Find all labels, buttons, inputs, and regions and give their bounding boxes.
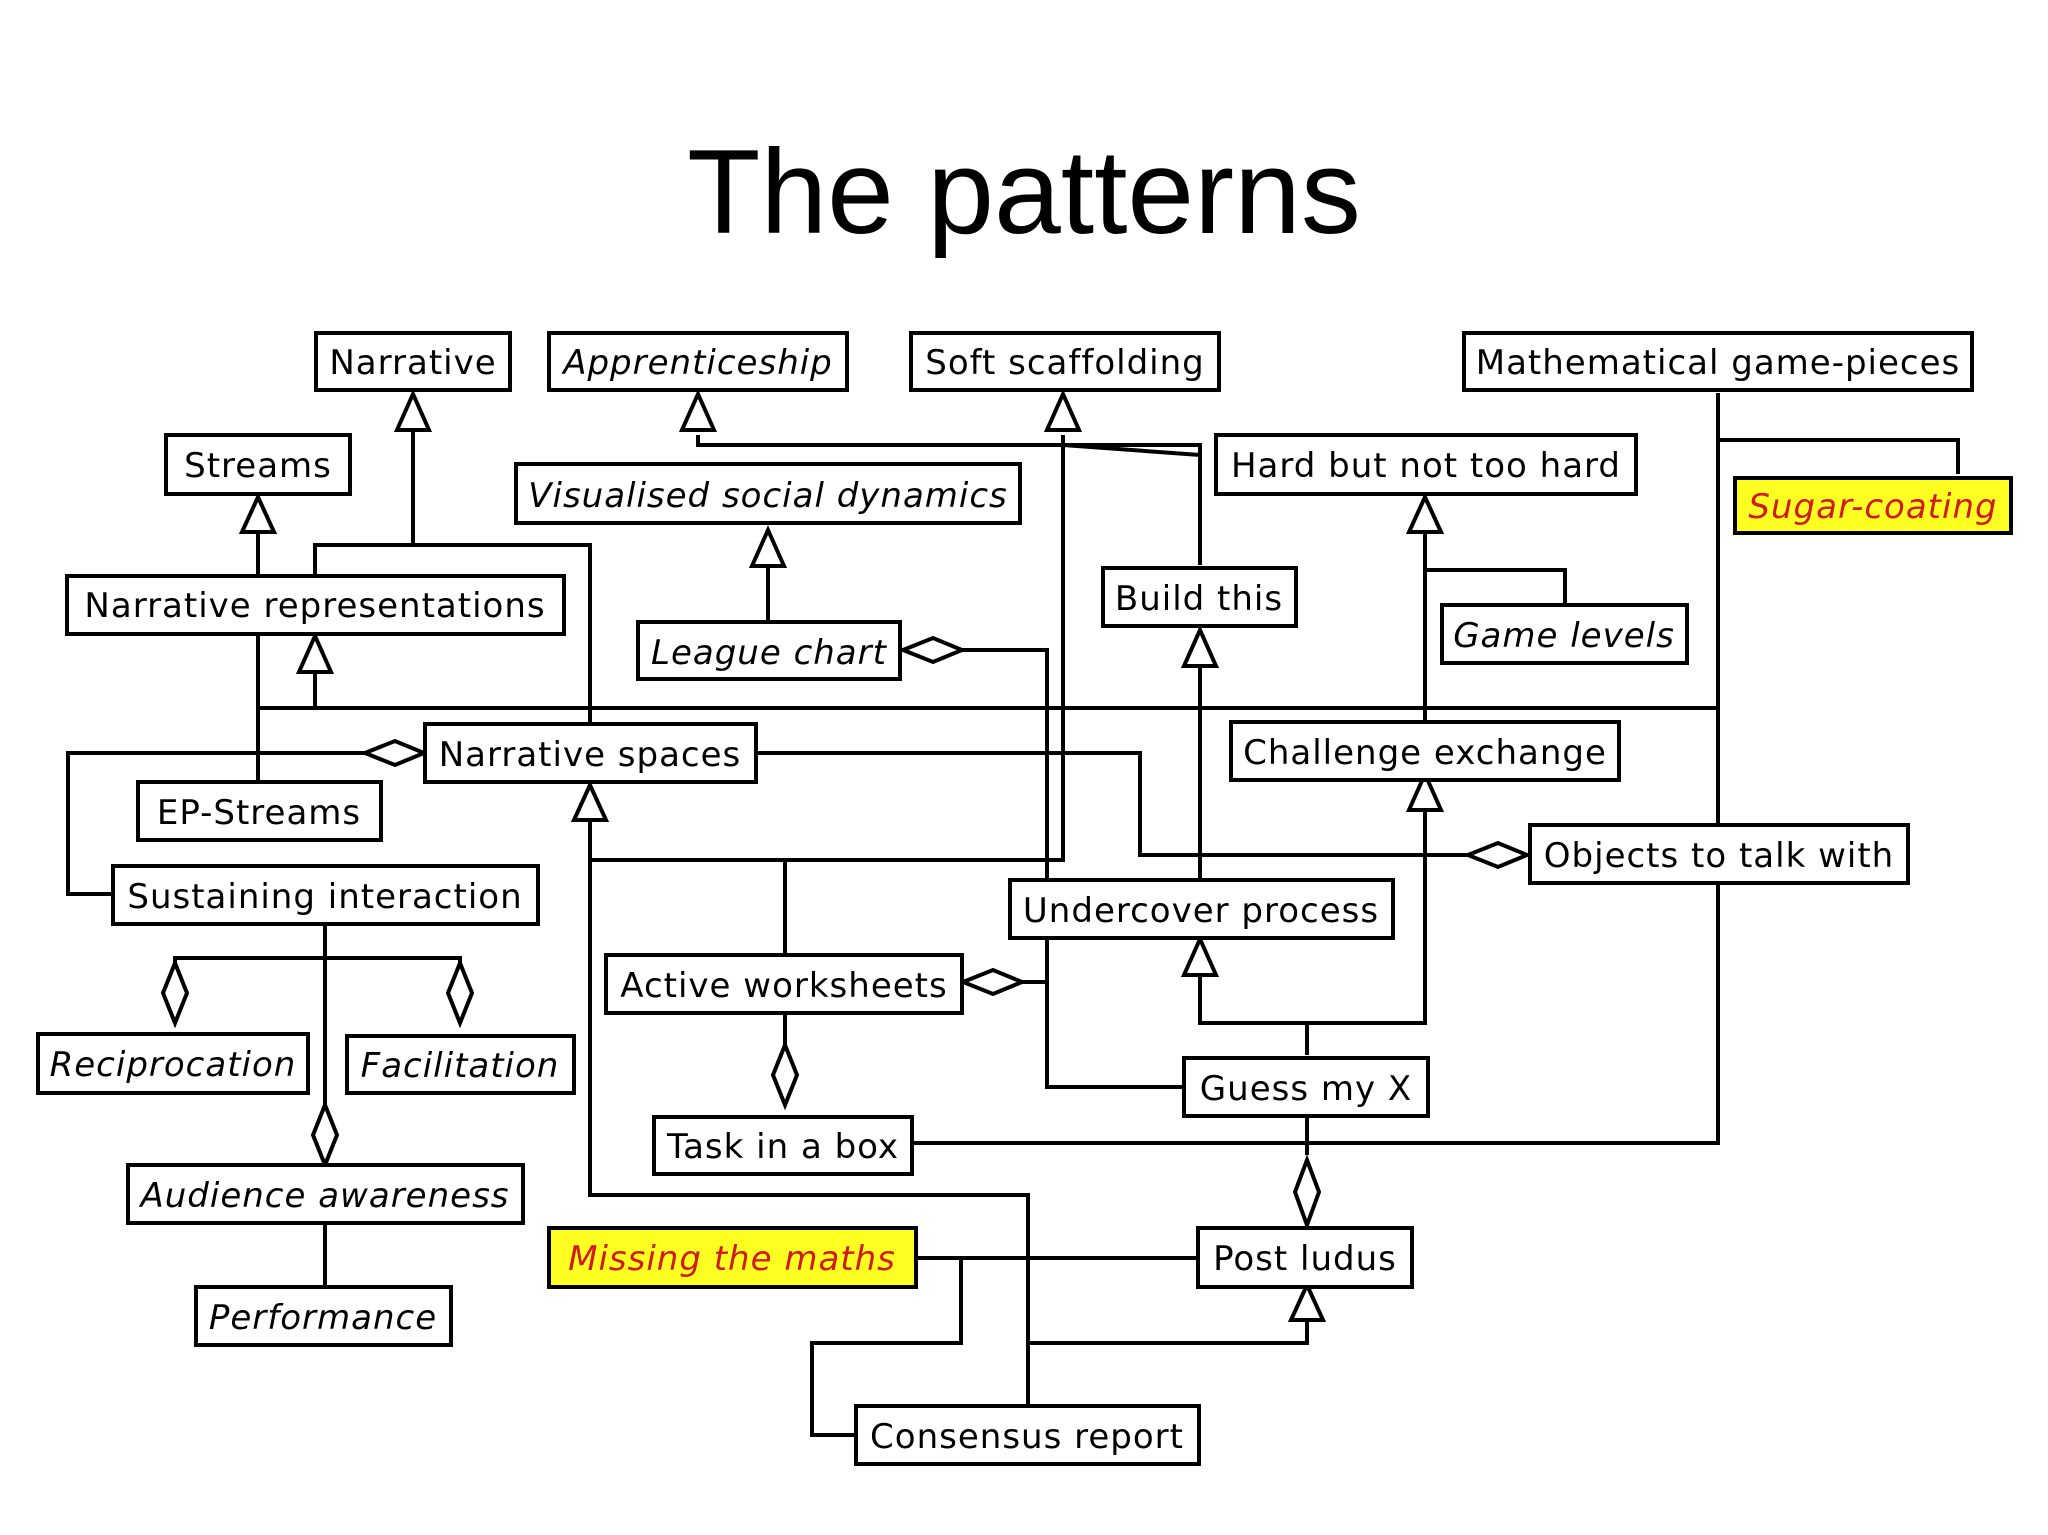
pattern-box — [136, 780, 383, 842]
generalisation-arrow — [570, 780, 610, 822]
aggregation-diamond — [1462, 840, 1533, 870]
pattern-consensus-report: Consensus report — [870, 1417, 1184, 1457]
pattern-facilitation: Facilitation — [361, 1046, 560, 1086]
aggregation-diamond — [1292, 1154, 1322, 1231]
pattern-box — [854, 1404, 1201, 1466]
connector — [1062, 443, 1201, 457]
connector — [696, 435, 1202, 565]
pattern-task-in-a-box: Task in a box — [666, 1127, 899, 1167]
pattern-missing-the-maths: Missing the maths — [568, 1239, 896, 1279]
pattern-narrative-representations: Narrative representations — [84, 586, 545, 626]
pattern-box — [65, 574, 566, 636]
aggregation-diamond — [359, 738, 430, 768]
pattern-performance: Performance — [209, 1298, 437, 1338]
pattern-box — [547, 1226, 918, 1289]
pattern-box — [164, 433, 352, 496]
pattern-labels: Narrative Apprenticeship Soft scaffoldin… — [50, 343, 1997, 1457]
pattern-build-this: Build this — [1115, 579, 1283, 619]
pattern-box — [1101, 566, 1298, 628]
connector — [1198, 975, 1309, 1055]
slide-title: The patterns — [687, 125, 1361, 259]
pattern-box — [1196, 1226, 1414, 1289]
pattern-box — [636, 620, 902, 681]
generalisation-arrow — [295, 631, 335, 674]
generalisation-arrow — [1405, 492, 1445, 534]
pattern-boxes — [36, 331, 2013, 1466]
pattern-sustaining-interaction: Sustaining interaction — [127, 877, 522, 917]
pattern-box — [345, 1034, 576, 1095]
pattern-audience-awareness: Audience awareness — [139, 1176, 510, 1216]
connector — [962, 648, 1183, 1089]
pattern-box — [314, 331, 512, 392]
generalisation-arrow — [1405, 769, 1445, 812]
connector — [1425, 568, 1567, 605]
generalisation-arrow — [393, 389, 433, 432]
pattern-box — [547, 331, 849, 392]
pattern-box — [514, 462, 1022, 525]
pattern-box — [423, 722, 758, 784]
pattern-reciprocation: Reciprocation — [50, 1045, 297, 1085]
pattern-box — [1214, 433, 1638, 496]
generalisation-arrows — [238, 389, 1445, 1322]
pattern-guess-my-x: Guess my X — [1200, 1069, 1412, 1109]
connector — [756, 751, 1468, 857]
pattern-objects-to-talk-with: Objects to talk with — [1544, 836, 1894, 876]
pattern-box — [604, 953, 964, 1015]
connector — [1307, 810, 1427, 1025]
connector — [313, 543, 592, 723]
connector — [173, 956, 462, 993]
pattern-box — [1008, 878, 1395, 940]
pattern-narrative: Narrative — [329, 343, 496, 383]
pattern-league-chart: League chart — [651, 633, 888, 673]
aggregation-diamond — [957, 967, 1028, 997]
aggregation-diamonds — [160, 635, 1533, 1231]
pattern-challenge-exchange: Challenge exchange — [1243, 733, 1607, 773]
pattern-post-ludus: Post ludus — [1213, 1239, 1397, 1279]
pattern-box — [1528, 823, 1910, 885]
aggregation-diamond — [897, 635, 968, 665]
aggregation-diamond — [445, 957, 475, 1029]
pattern-box — [1440, 603, 1689, 665]
pattern-box — [1182, 1056, 1430, 1118]
connector — [1028, 1320, 1309, 1345]
pattern-game-levels: Game levels — [1453, 616, 1675, 656]
pattern-ep-streams: EP-Streams — [157, 793, 361, 833]
pattern-apprenticeship: Apprenticeship — [561, 343, 833, 383]
generalisation-arrow — [748, 525, 788, 568]
generalisation-arrow — [1043, 389, 1083, 432]
pattern-box — [652, 1115, 914, 1176]
connector — [1718, 438, 1960, 474]
pattern-undercover-process: Undercover process — [1023, 891, 1379, 931]
connector — [588, 820, 1030, 1405]
pattern-visualised-social-dynamics: Visualised social dynamics — [528, 476, 1008, 516]
pattern-box — [1733, 476, 2013, 535]
connector — [783, 435, 1065, 953]
pattern-mathematical-game-pieces: Mathematical game-pieces — [1476, 343, 1960, 383]
aggregation-diamond — [310, 1099, 340, 1171]
pattern-active-worksheets: Active worksheets — [620, 966, 947, 1006]
pattern-box — [36, 1032, 310, 1095]
pattern-soft-scaffolding: Soft scaffolding — [925, 343, 1204, 383]
pattern-box — [126, 1163, 525, 1225]
generalisation-arrow — [1180, 625, 1220, 668]
pattern-sugar-coating: Sugar-coating — [1748, 487, 1997, 527]
pattern-box — [909, 331, 1221, 392]
pattern-box — [1462, 331, 1974, 392]
generalisation-arrow — [1180, 934, 1220, 977]
generalisation-arrow — [238, 492, 278, 534]
aggregation-diamond — [160, 957, 190, 1029]
connector — [66, 751, 365, 896]
connector — [810, 1258, 963, 1437]
generalisation-arrow — [1287, 1280, 1327, 1322]
pattern-box — [1229, 720, 1621, 782]
pattern-box — [194, 1285, 453, 1347]
pattern-box — [111, 864, 540, 926]
generalisation-arrow — [678, 389, 718, 432]
pattern-hard-but-not-too-hard: Hard but not too hard — [1231, 446, 1621, 486]
aggregation-diamond — [770, 1039, 800, 1111]
pattern-streams: Streams — [184, 446, 332, 486]
pattern-narrative-spaces: Narrative spaces — [439, 735, 742, 775]
